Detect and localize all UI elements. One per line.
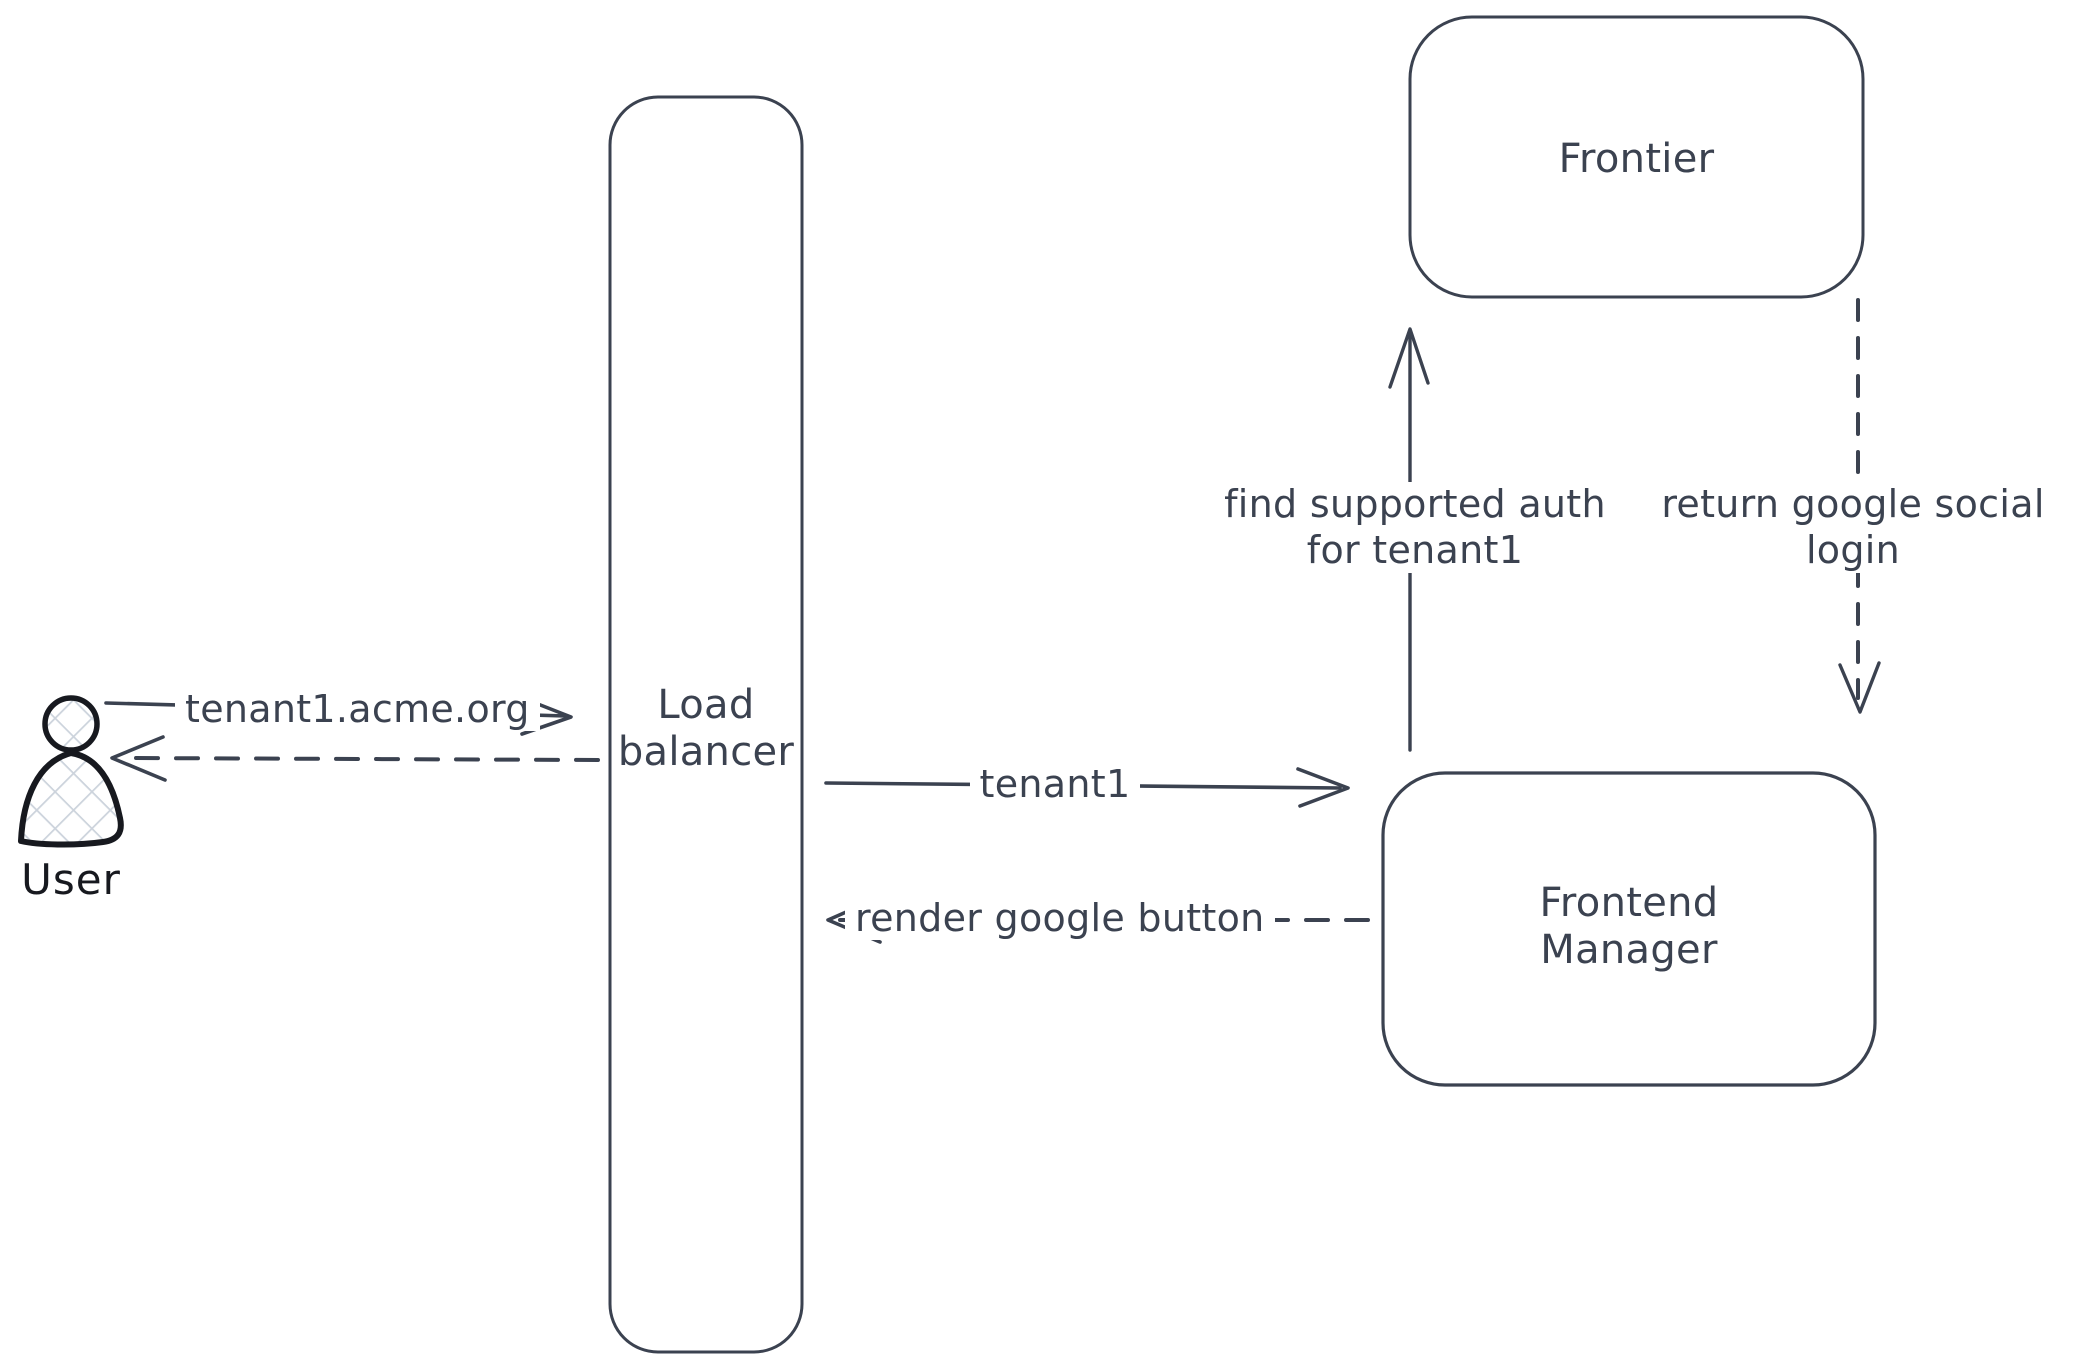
frontend-manager-node-label: Frontend Manager [1539, 880, 1719, 974]
frontend-manager-node[interactable] [1381, 771, 1877, 1087]
edge-label-render-google-button: render google button [845, 896, 1275, 941]
user-node-label: User [21, 855, 121, 904]
edge-label-tenant1-acme-org: tenant1.acme.org [175, 687, 540, 732]
edge-label-text: tenant1.acme.org [175, 687, 540, 731]
edge-label-text: render google button [845, 896, 1275, 940]
user-actor-icon[interactable] [18, 695, 124, 848]
arrow-load-balancer-to-user[interactable] [110, 735, 600, 782]
edge-label-text: tenant1 [969, 762, 1141, 806]
edge-label-return-google-social-login: return google social login [1633, 482, 2073, 574]
frontier-node-label: Frontier [1558, 136, 1715, 182]
edge-label-find-supported-auth: find supported auth for tenant1 [1195, 482, 1635, 574]
load-balancer-node[interactable] [608, 95, 804, 1354]
frontier-node[interactable] [1408, 15, 1865, 299]
edge-label-tenant1: tenant1 [950, 762, 1160, 807]
load-balancer-node-label: Load balancer [617, 682, 795, 776]
